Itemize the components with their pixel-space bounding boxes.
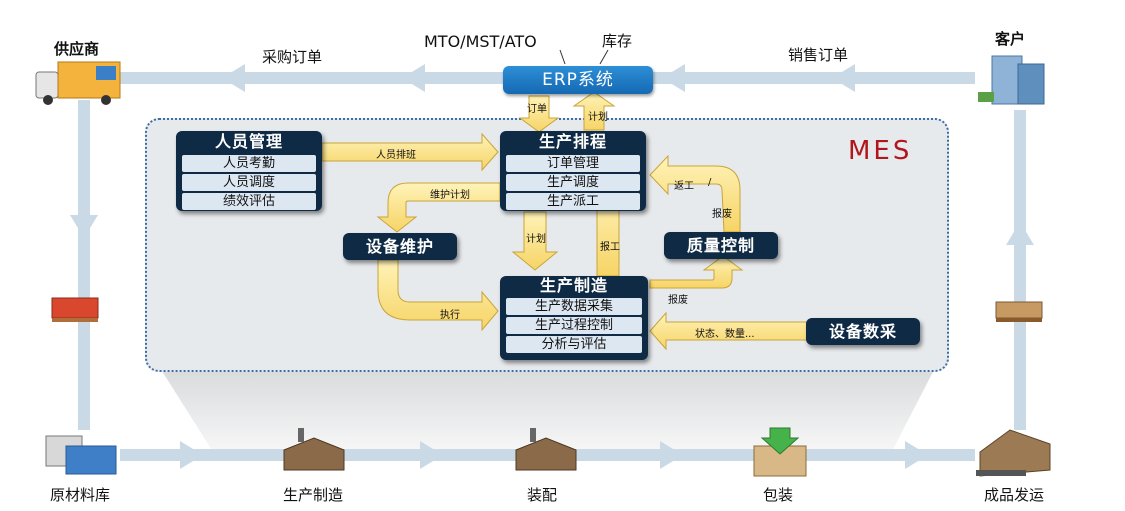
scheduling-item-orders: 订单管理: [506, 155, 640, 172]
equipment-maintenance-head: 设备维护: [365, 237, 434, 256]
arrow-label-maint-plan: 维护计划: [430, 190, 470, 201]
box-icon: [753, 427, 807, 477]
personnel-management-head: 人员管理: [214, 132, 283, 151]
mto-pointer: [559, 49, 566, 65]
arrow-order: [518, 95, 560, 133]
customer-label: 客户: [995, 30, 1026, 48]
personnel-item-dispatch: 人员调度: [182, 174, 316, 191]
arrow-maint-plan: [376, 182, 501, 233]
scheduling-item-dispatch: 生产调度: [506, 174, 640, 191]
personnel-management-box: 人员管理 人员考勤 人员调度 绩效评估: [176, 131, 322, 211]
production-scheduling-box: 生产排程 订单管理 生产调度 生产派工: [500, 131, 646, 211]
scheduling-item-assignment: 生产派工: [506, 193, 640, 210]
factory-icon-manufacturing: [283, 428, 345, 471]
personnel-item-attendance: 人员考勤: [182, 155, 316, 172]
supplier-label: 供应商: [54, 40, 100, 58]
assembly-label: 装配: [527, 486, 558, 504]
depot-icon: [976, 429, 1051, 477]
packaging-label: 包装: [763, 486, 794, 504]
warehouse-icon: [45, 435, 117, 475]
purchase-order-label: 采购订单: [262, 48, 323, 66]
arrow-plan-down: [511, 211, 559, 271]
pallet-icon-left: [51, 297, 99, 322]
raw-warehouse-label: 原材料库: [50, 486, 111, 504]
arrow-plan-up: [572, 91, 616, 131]
building-icon: [978, 55, 1045, 105]
production-scheduling-head: 生产排程: [538, 132, 607, 151]
arrow-label-slash: /: [708, 177, 712, 188]
production-item-process-control: 生产过程控制: [506, 317, 642, 334]
quality-control-head: 质量控制: [686, 236, 755, 255]
arrow-label-shift: 人员排班: [376, 150, 416, 161]
arrow-scrap: [649, 255, 744, 289]
arrow-label-scrap1: 报废: [712, 209, 732, 220]
arrow-label-rework: 返工: [674, 181, 694, 192]
mes-title: MES: [848, 136, 913, 166]
production-manufacturing-box: 生产制造 生产数据采集 生产过程控制 分析与评估: [500, 276, 648, 360]
arrow-label-plan-down: 计划: [526, 234, 546, 245]
factory-icon-assembly: [515, 428, 577, 471]
arrow-label-status: 状态、数量...: [695, 329, 755, 340]
production-manufacturing-head: 生产制造: [539, 276, 608, 295]
arrow-rework: [649, 154, 741, 233]
arrow-execute: [377, 259, 499, 332]
arrow-label-plan-up: 计划: [588, 112, 608, 123]
arrow-label-report: 报工: [600, 242, 620, 253]
quality-control-box: 质量控制: [664, 232, 778, 259]
arrow-status: [649, 311, 809, 351]
outer-flow-arrowheads: [70, 64, 1034, 469]
manufacturing-label: 生产制造: [283, 486, 344, 504]
production-item-data-collection: 生产数据采集: [506, 298, 642, 315]
truck-icon: [35, 61, 121, 105]
personnel-item-performance: 绩效评估: [182, 193, 316, 210]
inventory-pointer: [599, 49, 609, 65]
equipment-maintenance-box: 设备维护: [343, 233, 457, 260]
arrow-label-execute: 执行: [440, 310, 460, 321]
arrow-label-order: 订单: [527, 104, 547, 115]
sales-order-label: 销售订单: [788, 46, 849, 64]
production-item-analysis: 分析与评估: [506, 336, 642, 353]
mto-label: MTO/MST/ATO: [424, 32, 537, 51]
funnel-shade: [160, 368, 935, 455]
shipping-label: 成品发运: [984, 486, 1045, 504]
inventory-label: 库存: [602, 32, 633, 50]
arrow-label-scrap2: 报废: [668, 295, 688, 306]
equipment-data-head: 设备数采: [828, 322, 897, 341]
equipment-data-box: 设备数采: [806, 318, 920, 345]
erp-system-box: ERP系统: [503, 66, 653, 94]
arrow-shift: [321, 132, 499, 172]
pallet-icon-right: [995, 301, 1043, 322]
